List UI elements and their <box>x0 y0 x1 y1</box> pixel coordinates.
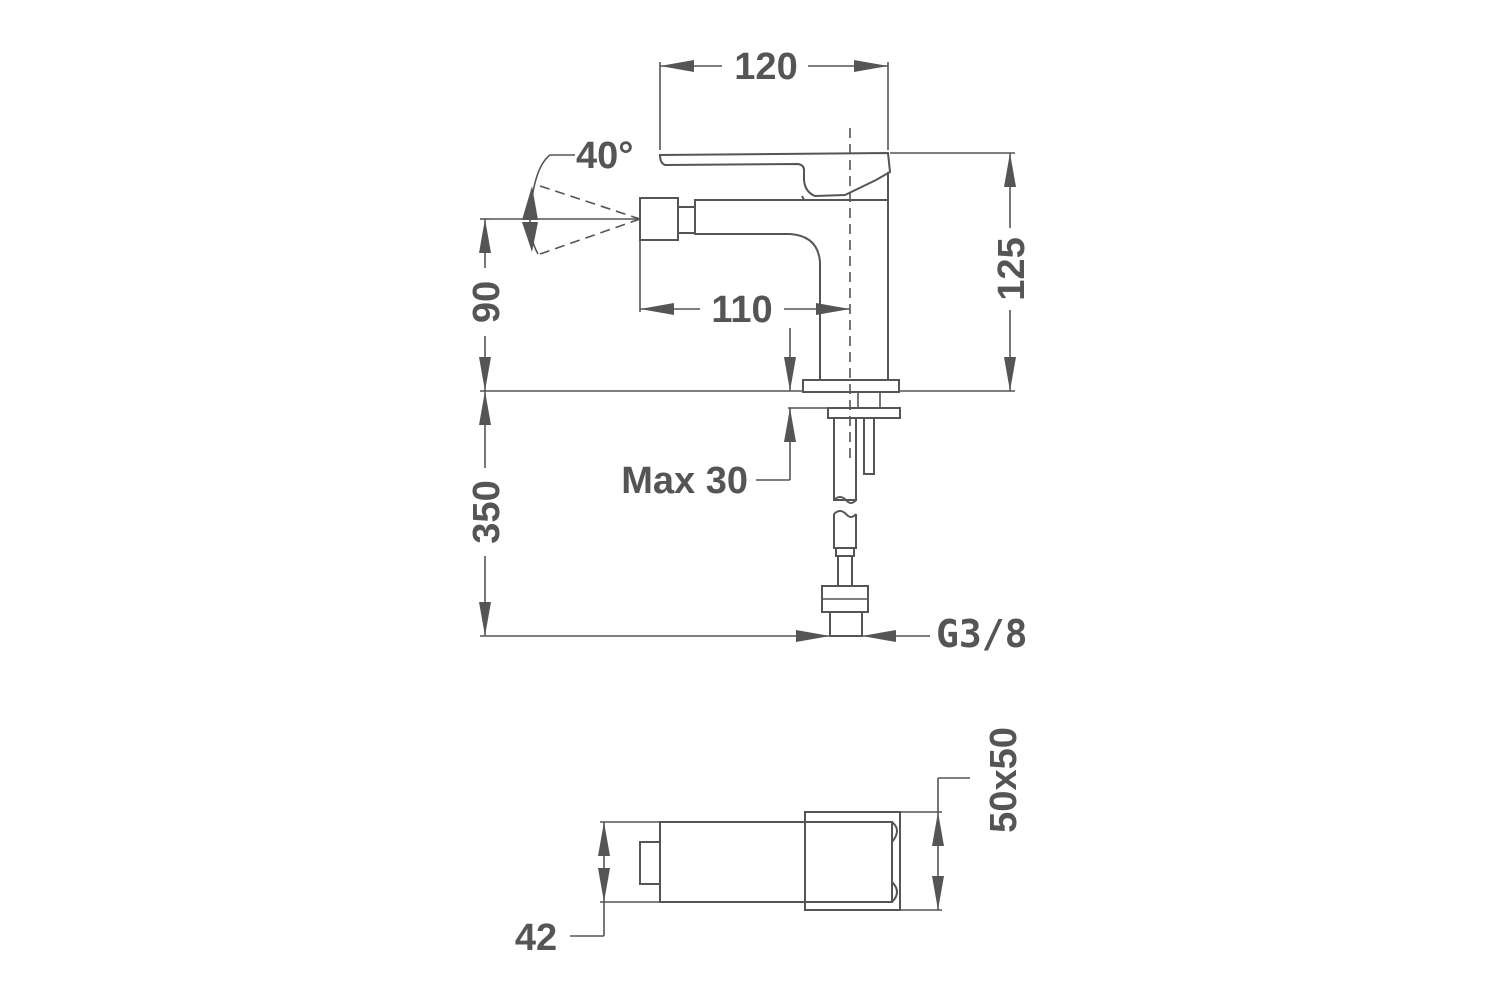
dim-thread-connection: G3/8 <box>936 612 1028 656</box>
dim-spout-height: 90 <box>466 281 508 323</box>
nozzle-connector <box>677 206 696 234</box>
fixing-washer <box>827 407 901 419</box>
supply-hose-lower <box>833 514 857 549</box>
dim-total-height: 125 <box>991 237 1033 300</box>
top-view: 50x50 42 <box>515 727 1025 959</box>
supply-hose-upper <box>833 418 857 501</box>
lever-handle <box>658 151 892 198</box>
dim-spray-angle: 40° <box>576 135 633 177</box>
dim-max-deck-thickness: Max 30 <box>621 460 748 502</box>
dim-nozzle-diameter: 42 <box>515 917 557 959</box>
dim-body-section: 50x50 <box>983 727 1025 833</box>
mixer-body <box>694 195 889 381</box>
base-plate <box>802 379 900 393</box>
dim-hose-length: 350 <box>466 480 508 543</box>
top-spout <box>659 821 893 903</box>
dim-spout-reach: 110 <box>711 289 772 331</box>
threaded-rod <box>863 417 875 475</box>
top-nozzle <box>639 841 661 885</box>
hose-thread <box>829 611 863 637</box>
dimensions-side: 120 40° 110 125 90 <box>466 46 1033 656</box>
top-body-section <box>804 811 901 911</box>
dim-lever-reach: 120 <box>734 46 797 88</box>
side-view <box>490 128 901 637</box>
spray-nozzle <box>639 197 679 241</box>
